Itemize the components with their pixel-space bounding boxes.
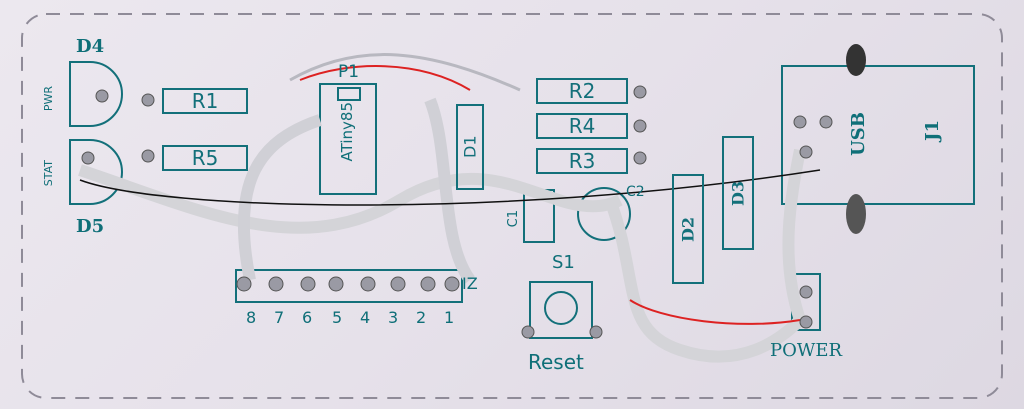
label-j1: J1 [922, 120, 943, 142]
label-reset: Reset [528, 350, 584, 374]
diode-d1: D1 [456, 104, 484, 190]
label-r3: R3 [568, 149, 596, 173]
resistor-r5: R5 [162, 145, 248, 171]
label-c2: C2 [626, 184, 645, 200]
resistor-r3: R3 [536, 148, 628, 174]
label-p1: P1 [338, 62, 360, 82]
pin-number: 7 [274, 308, 285, 327]
diode-d3: D3 [722, 136, 754, 250]
resistor-r1: R1 [162, 88, 248, 114]
resistor-r2: R2 [536, 78, 628, 104]
label-r2: R2 [568, 79, 596, 103]
resistor-r4: R4 [536, 113, 628, 139]
label-header-suffix: IZ [462, 274, 478, 293]
label-r1: R1 [191, 89, 219, 113]
label-pwr: PWR [42, 86, 55, 112]
pin-number: 5 [332, 308, 343, 327]
label-d2: D2 [678, 216, 698, 242]
label-c1: C1 [506, 210, 521, 228]
pin-number: 1 [444, 308, 455, 327]
label-chip: ATiny85 [338, 102, 356, 162]
pin-number: 4 [360, 308, 371, 327]
label-r5: R5 [191, 146, 219, 170]
label-d3: D3 [728, 180, 748, 206]
label-d1: D1 [460, 135, 480, 159]
pin-number: 6 [302, 308, 313, 327]
label-usb: USB [848, 112, 869, 156]
label-stat: STAT [42, 160, 55, 187]
label-power: POWER [770, 340, 843, 361]
label-d4: D4 [76, 36, 105, 57]
label-s1: S1 [552, 252, 575, 273]
diode-d2: D2 [672, 174, 704, 284]
label-r4: R4 [568, 114, 596, 138]
label-d5: D5 [76, 216, 105, 237]
pin-number: 8 [246, 308, 257, 327]
pin-number: 3 [388, 308, 399, 327]
pin-number: 2 [416, 308, 427, 327]
